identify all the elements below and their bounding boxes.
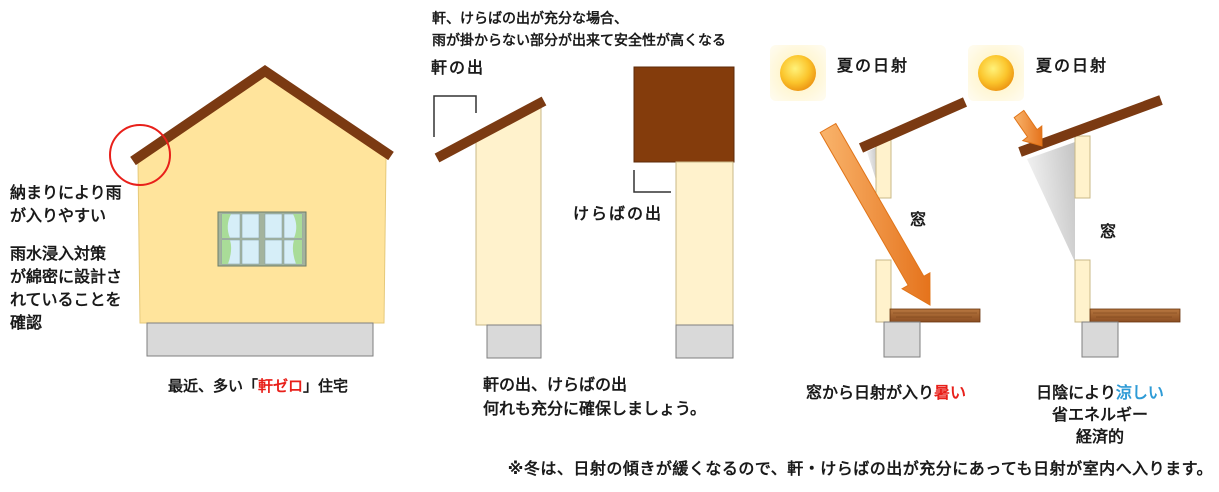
summer-sun-deep-eave bbox=[968, 45, 1181, 358]
eave-foundation bbox=[486, 324, 542, 359]
window-pane bbox=[264, 239, 283, 265]
caption-text: 最近、多い「 bbox=[168, 377, 259, 395]
note-line: れていることを bbox=[10, 290, 122, 309]
eave-heading: 軒、けらばの出が充分な場合、 雨が掛からない部分が出来て安全性が高くなる bbox=[432, 8, 726, 52]
house-window bbox=[217, 211, 307, 267]
curtain bbox=[222, 240, 232, 264]
sun-icon bbox=[780, 55, 816, 91]
window-sill bbox=[889, 308, 981, 323]
lower-wall bbox=[1074, 259, 1091, 323]
verge-projection-diagram bbox=[633, 66, 735, 359]
hot-caption: 窓から日射が入り暑い bbox=[806, 382, 966, 404]
window-sill bbox=[1089, 308, 1181, 323]
upper-wall bbox=[1074, 135, 1091, 199]
verge-projection-label: けらばの出 bbox=[573, 204, 664, 223]
wood-grain bbox=[893, 312, 977, 318]
curtain bbox=[222, 214, 231, 238]
wood-grain bbox=[1093, 312, 1177, 318]
eave-caption: 軒の出、けらばの出 何れも充分に確保しましょう。 bbox=[483, 373, 706, 421]
rain-entry-note: 納まりにより雨 が入りやすい bbox=[10, 181, 122, 227]
verge-dimension-bracket bbox=[633, 170, 671, 193]
eave-shadow bbox=[1027, 142, 1075, 262]
house-zero-eave bbox=[109, 64, 394, 357]
window-pane bbox=[241, 239, 260, 265]
eave-roof bbox=[1018, 95, 1163, 157]
caption-highlight: 暑い bbox=[934, 383, 967, 402]
verge-roof-end bbox=[633, 66, 735, 163]
caption-line: 日陰により涼しい bbox=[1030, 382, 1170, 404]
caption-highlight: 軒ゼロ bbox=[258, 377, 304, 395]
note-line: 納まりにより雨 bbox=[10, 183, 122, 202]
curtain bbox=[293, 214, 302, 238]
summer-sun-label: 夏の日射 bbox=[837, 56, 910, 75]
sun-icon bbox=[978, 55, 1014, 91]
note-line: が綿密に設計さ bbox=[10, 267, 123, 286]
window-pane bbox=[241, 213, 260, 239]
heading-line: 軒、けらばの出が充分な場合、 bbox=[432, 11, 628, 27]
caption-highlight: 涼しい bbox=[1115, 383, 1164, 402]
sunlight-arrow bbox=[819, 122, 931, 306]
window-pane bbox=[264, 213, 283, 239]
caption-text: 日陰により bbox=[1036, 383, 1116, 402]
lower-wall bbox=[875, 259, 892, 323]
note-line: 確認 bbox=[10, 313, 43, 332]
caption-text: 」住宅 bbox=[303, 377, 349, 395]
verge-wall bbox=[675, 161, 734, 326]
heading-line: 雨が掛からない部分が出来て安全性が高くなる bbox=[432, 33, 726, 49]
caption-line: 省エネルギー bbox=[1051, 405, 1148, 424]
summer-sun-label: 夏の日射 bbox=[1036, 56, 1109, 75]
upper-wall bbox=[875, 139, 892, 199]
winter-footnote: ※冬は、日射の傾きが緩くなるので、軒・けらばの出が充分にあっても日射が室内へ入り… bbox=[507, 459, 1213, 478]
eave-roof bbox=[858, 97, 968, 153]
eave-projection-diagram bbox=[433, 95, 547, 359]
summer-sun-short-eave bbox=[770, 45, 981, 358]
cool-caption: 日陰により涼しい 省エネルギー 経済的 bbox=[1030, 382, 1170, 448]
verge-foundation bbox=[675, 324, 734, 359]
curtain bbox=[292, 240, 302, 264]
window-label: 窓 bbox=[910, 210, 927, 229]
note-line: が入りやすい bbox=[10, 206, 107, 225]
sunlight-arrow bbox=[1013, 109, 1043, 147]
eave-dimension-bracket bbox=[433, 95, 477, 137]
waterproofing-check-note: 雨水浸入対策 が綿密に設計さ れていることを 確認 bbox=[10, 242, 122, 334]
window-label: 窓 bbox=[1100, 222, 1117, 241]
eave-roof bbox=[434, 96, 547, 163]
foundation bbox=[883, 321, 921, 358]
caption-line: 何れも充分に確保しましょう。 bbox=[483, 399, 707, 418]
house-wall bbox=[137, 75, 387, 324]
caption-line: 軒の出、けらばの出 bbox=[483, 375, 628, 394]
leak-risk-circle bbox=[109, 124, 171, 186]
house-roof bbox=[130, 64, 394, 166]
caption-line: 経済的 bbox=[1075, 427, 1124, 446]
house-caption: 最近、多い「軒ゼロ」住宅 bbox=[168, 375, 348, 397]
foundation bbox=[1081, 321, 1119, 358]
note-line: 雨水浸入対策 bbox=[10, 244, 107, 263]
eave-shadow bbox=[867, 147, 877, 183]
house-foundation bbox=[146, 322, 374, 357]
caption-text: 窓から日射が入り bbox=[806, 383, 935, 402]
eave-projection-label: 軒の出 bbox=[431, 58, 486, 77]
